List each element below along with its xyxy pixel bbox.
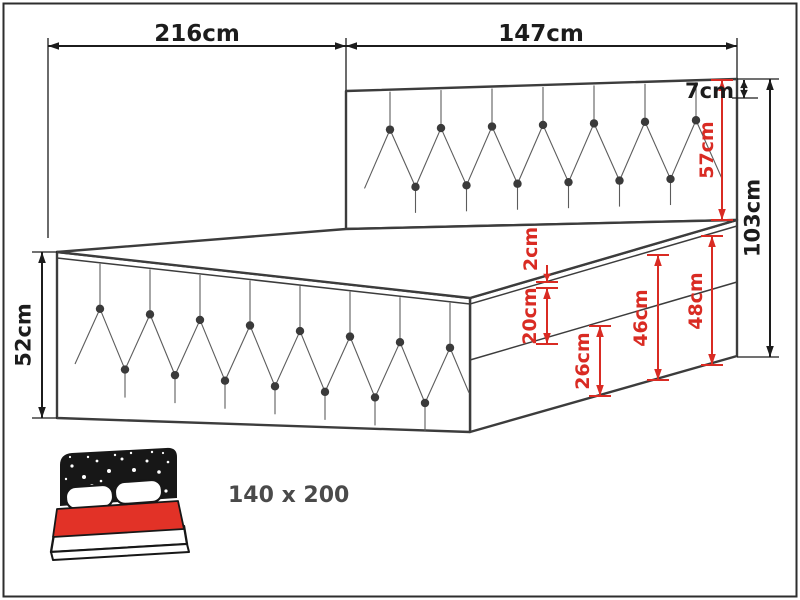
bed-drawing — [55, 77, 739, 434]
mattress-thickness-label: 20cm — [519, 287, 541, 345]
dimension-ticks — [536, 79, 733, 397]
icon-bed-base-lip — [50, 543, 190, 561]
total-height-label: 103cm — [741, 179, 765, 257]
headboard-top-depth-label: 7cm — [685, 79, 734, 103]
icon-duvet — [52, 500, 185, 538]
headboard-tufting — [363, 82, 723, 213]
headboard-width-dimension-label: 147cm — [498, 21, 584, 47]
top-surface-height-label: 48cm — [685, 272, 707, 330]
dimension-labels: 216cm 147cm 7cm 57cm 103cm 52cm 2cm 20cm… — [12, 21, 765, 390]
mattress-top-face — [55, 218, 739, 300]
dimension-arrows — [38, 42, 774, 418]
headboard-face — [344, 77, 739, 231]
mattress-base-seam — [469, 281, 738, 361]
length-dimension-label: 216cm — [154, 21, 240, 47]
mattress-and-base-height-label: 46cm — [630, 289, 652, 347]
mattress-seam-lines — [56, 225, 738, 361]
side-panel-tufting — [74, 263, 470, 431]
topper-seam — [56, 225, 738, 305]
bed-size-icon — [49, 447, 190, 561]
topper-thickness-label: 2cm — [520, 227, 542, 271]
side-height-label: 52cm — [12, 303, 36, 367]
icon-pillow-right — [113, 478, 164, 506]
bed-size-label: 140 x 200 — [228, 483, 349, 508]
base-height-label: 26cm — [572, 332, 594, 390]
headboard-above-mattress-label: 57cm — [696, 121, 718, 179]
